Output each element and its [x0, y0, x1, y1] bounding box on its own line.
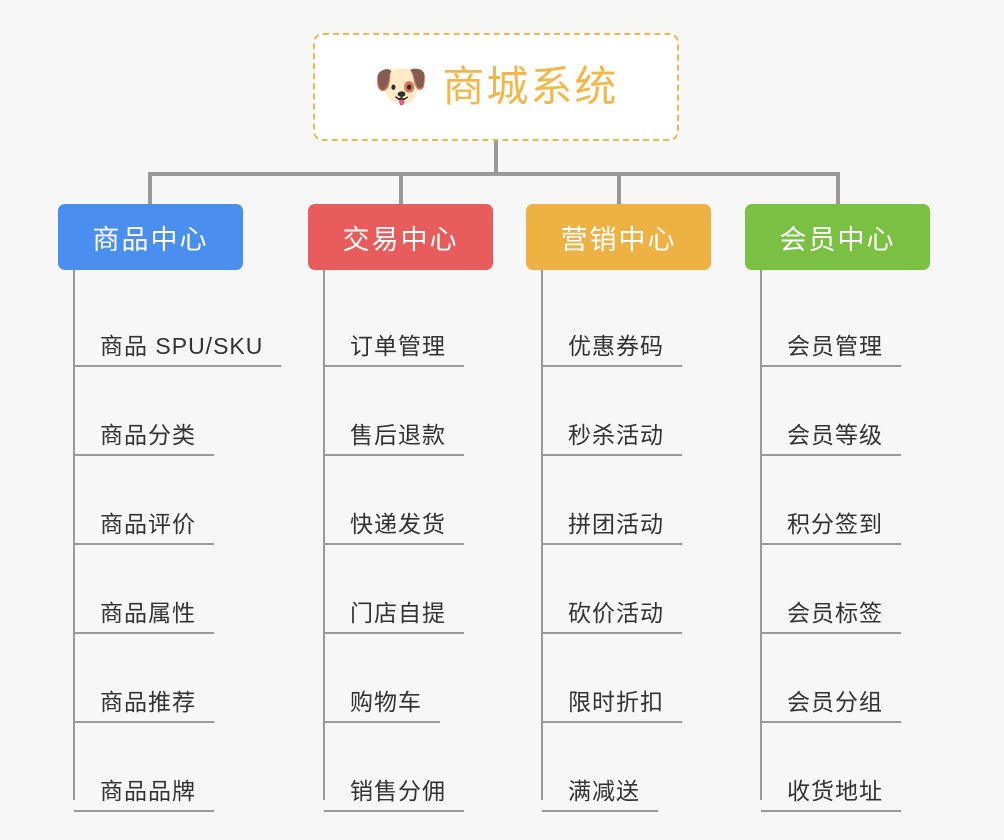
- list-item[interactable]: 订单管理: [324, 284, 524, 373]
- connector-root-stem: [494, 141, 498, 174]
- leaf-list-trade: 订单管理 售后退款 快递发货 门店自提 购物车 销售分佣: [308, 270, 524, 818]
- leaf-label: 砍价活动: [542, 600, 682, 634]
- category-header-product[interactable]: 商品中心: [58, 204, 243, 270]
- list-item[interactable]: 商品推荐: [74, 640, 304, 729]
- category-header-member[interactable]: 会员中心: [745, 204, 930, 270]
- list-item[interactable]: 购物车: [324, 640, 524, 729]
- connector-drop-2: [399, 172, 403, 204]
- leaf-label: 销售分佣: [324, 778, 464, 812]
- list-item[interactable]: 会员等级: [761, 373, 961, 462]
- list-item[interactable]: 积分签到: [761, 462, 961, 551]
- list-item[interactable]: 会员标签: [761, 551, 961, 640]
- root-node[interactable]: 🐶 商城系统: [313, 33, 679, 141]
- list-item[interactable]: 商品 SPU/SKU: [74, 284, 304, 373]
- leaf-label: 会员分组: [761, 689, 901, 723]
- list-item[interactable]: 商品分类: [74, 373, 304, 462]
- list-item[interactable]: 收货地址: [761, 729, 961, 818]
- leaf-list-member: 会员管理 会员等级 积分签到 会员标签 会员分组 收货地址: [745, 270, 961, 818]
- root-title: 商城系统: [442, 63, 619, 110]
- connector-drop-1: [148, 172, 152, 204]
- leaf-label: 会员管理: [761, 333, 901, 367]
- list-item[interactable]: 商品品牌: [74, 729, 304, 818]
- leaf-label: 快递发货: [324, 511, 464, 545]
- leaf-label: 商品分类: [74, 422, 214, 456]
- list-item[interactable]: 满减送: [542, 729, 742, 818]
- list-item[interactable]: 会员管理: [761, 284, 961, 373]
- leaf-label: 限时折扣: [542, 689, 682, 723]
- leaf-label: 商品 SPU/SKU: [74, 333, 282, 367]
- connector-drop-4: [836, 172, 840, 204]
- list-item[interactable]: 拼团活动: [542, 462, 742, 551]
- list-item[interactable]: 砍价活动: [542, 551, 742, 640]
- category-column-product: 商品中心 商品 SPU/SKU 商品分类 商品评价 商品属性 商品推荐 商品品牌: [58, 204, 304, 818]
- leaf-label: 商品品牌: [74, 778, 214, 812]
- leaf-label: 商品属性: [74, 600, 214, 634]
- leaf-label: 订单管理: [324, 333, 464, 367]
- shiba-dog-icon: 🐶: [373, 62, 429, 111]
- connector-drop-3: [617, 172, 621, 204]
- category-header-label: 会员中心: [779, 224, 896, 255]
- list-item[interactable]: 门店自提: [324, 551, 524, 640]
- leaf-list-marketing: 优惠券码 秒杀活动 拼团活动 砍价活动 限时折扣 满减送: [526, 270, 742, 818]
- leaf-label: 优惠券码: [542, 333, 682, 367]
- leaf-label: 商品推荐: [74, 689, 214, 723]
- leaf-label: 秒杀活动: [542, 422, 682, 456]
- leaf-label: 门店自提: [324, 600, 464, 634]
- list-item[interactable]: 优惠券码: [542, 284, 742, 373]
- list-item[interactable]: 商品属性: [74, 551, 304, 640]
- leaf-label: 会员等级: [761, 422, 901, 456]
- leaf-label: 拼团活动: [542, 511, 682, 545]
- category-column-marketing: 营销中心 优惠券码 秒杀活动 拼团活动 砍价活动 限时折扣 满减送: [526, 204, 742, 818]
- category-header-label: 交易中心: [342, 224, 459, 255]
- leaf-label: 积分签到: [761, 511, 901, 545]
- category-column-member: 会员中心 会员管理 会员等级 积分签到 会员标签 会员分组 收货地址: [745, 204, 961, 818]
- list-item[interactable]: 秒杀活动: [542, 373, 742, 462]
- leaf-label: 收货地址: [761, 778, 901, 812]
- list-item[interactable]: 会员分组: [761, 640, 961, 729]
- category-header-label: 营销中心: [560, 224, 677, 255]
- list-item[interactable]: 限时折扣: [542, 640, 742, 729]
- list-item[interactable]: 商品评价: [74, 462, 304, 551]
- category-header-trade[interactable]: 交易中心: [308, 204, 493, 270]
- category-column-trade: 交易中心 订单管理 售后退款 快递发货 门店自提 购物车 销售分佣: [308, 204, 524, 818]
- leaf-list-product: 商品 SPU/SKU 商品分类 商品评价 商品属性 商品推荐 商品品牌: [58, 270, 304, 818]
- leaf-label: 售后退款: [324, 422, 464, 456]
- connector-horizontal-bar: [148, 172, 840, 176]
- leaf-label: 会员标签: [761, 600, 901, 634]
- leaf-label: 商品评价: [74, 511, 214, 545]
- category-header-marketing[interactable]: 营销中心: [526, 204, 711, 270]
- leaf-label: 购物车: [324, 689, 440, 723]
- list-item[interactable]: 快递发货: [324, 462, 524, 551]
- list-item[interactable]: 销售分佣: [324, 729, 524, 818]
- leaf-label: 满减送: [542, 778, 658, 812]
- category-header-label: 商品中心: [92, 224, 209, 255]
- list-item[interactable]: 售后退款: [324, 373, 524, 462]
